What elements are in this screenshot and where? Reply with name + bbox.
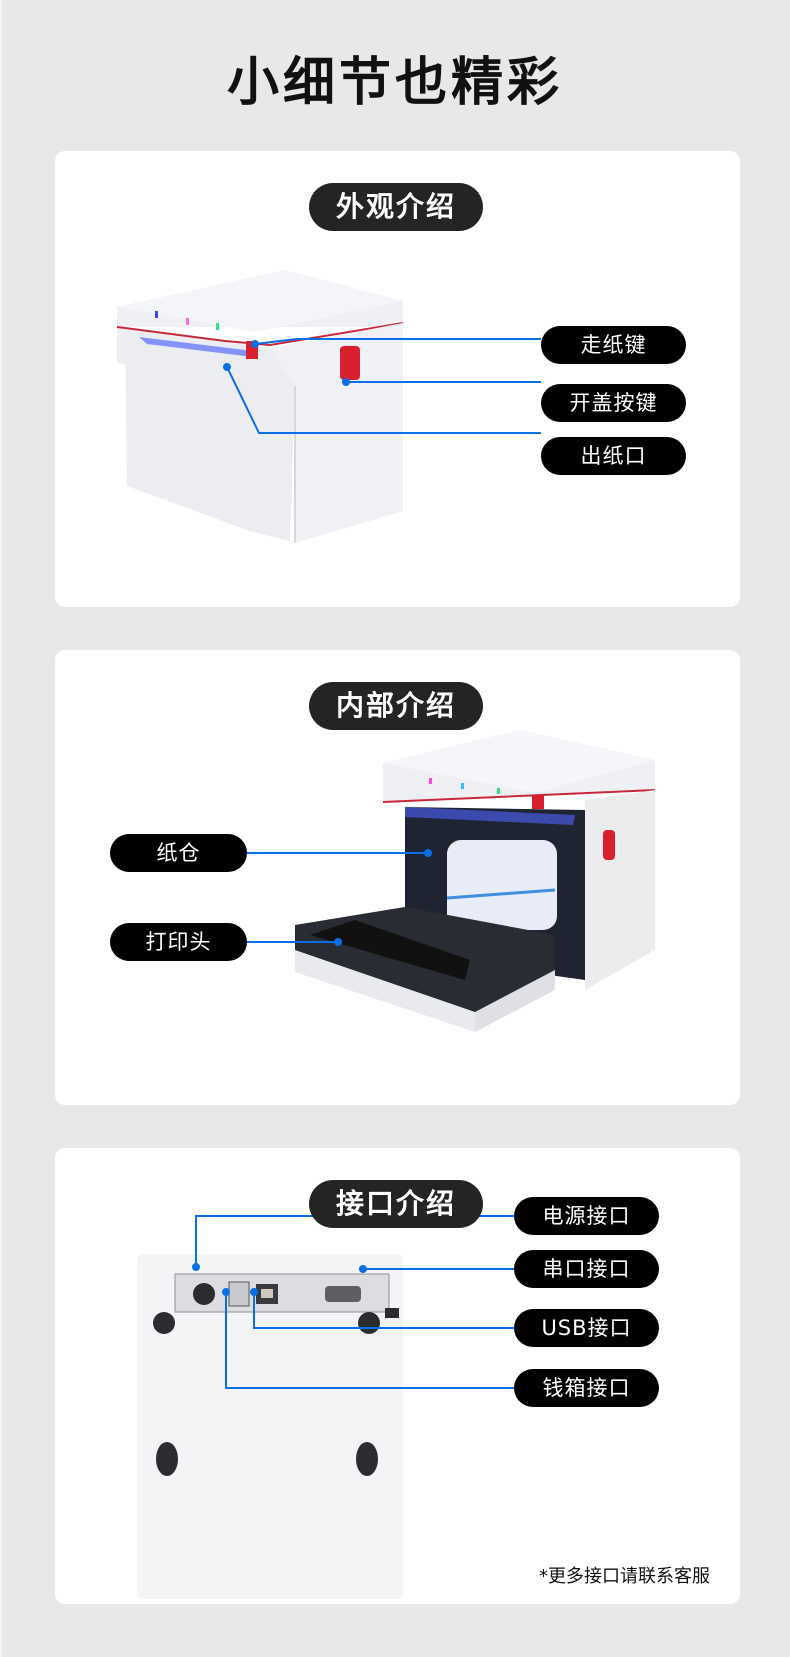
section-ports: 接口介绍 电源接口 串口接口 USB接口 钱箱接口 *更多接口请联系客服 [55, 1148, 740, 1604]
section-interior: 内部介绍 纸仓 打印头 [55, 650, 740, 1105]
more-ports-note: *更多接口请联系客服 [539, 1566, 710, 1587]
callout-paper-bin: 纸仓 [110, 834, 247, 872]
page-title: 小细节也精彩 [226, 53, 563, 113]
callout-serial-port: 串口接口 [514, 1250, 659, 1288]
section-title-pill: 接口介绍 [309, 1180, 483, 1228]
callout-power-port: 电源接口 [514, 1197, 659, 1235]
section-appearance: 外观介绍 走纸键 开盖按键 出纸口 [55, 151, 740, 607]
callout-paper-outlet: 出纸口 [541, 437, 686, 475]
callout-usb-port: USB接口 [514, 1309, 659, 1347]
callout-print-head: 打印头 [110, 923, 247, 961]
printer-front-closed-image [116, 270, 541, 543]
section-title-pill: 外观介绍 [309, 183, 483, 231]
callout-cover-open-button: 开盖按键 [541, 384, 686, 422]
printer-rear-ports-image [137, 1215, 514, 1599]
section-title-pill: 内部介绍 [309, 682, 483, 730]
printer-open-cover-image [247, 730, 656, 1032]
callout-feed-button: 走纸键 [541, 326, 686, 364]
callout-cash-drawer-port: 钱箱接口 [514, 1369, 659, 1407]
page-edge [0, 0, 2, 1657]
